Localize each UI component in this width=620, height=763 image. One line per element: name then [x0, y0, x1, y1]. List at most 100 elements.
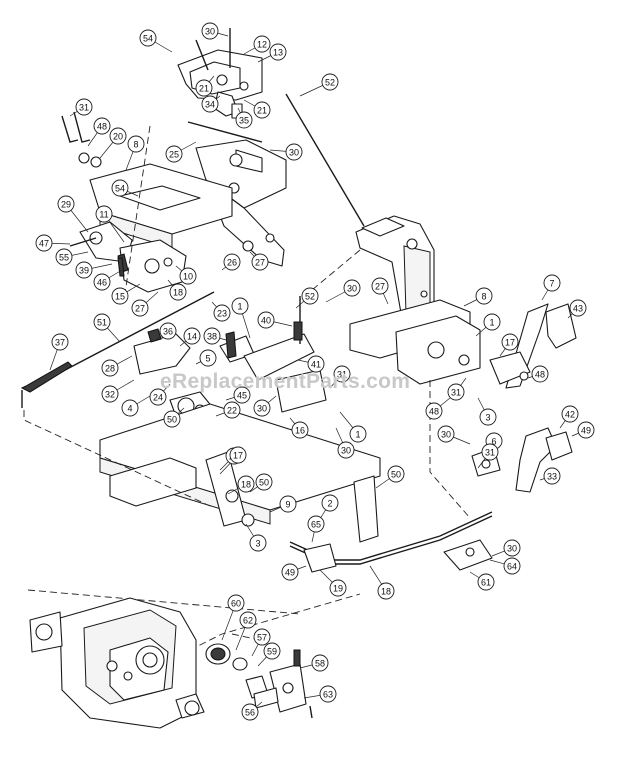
callout-65: 65 — [307, 515, 325, 533]
callout-number: 63 — [323, 690, 333, 700]
callout-number: 18 — [173, 288, 183, 298]
callout-circle — [249, 534, 267, 552]
callout-38: 38 — [203, 327, 221, 345]
callout-46: 46 — [93, 273, 111, 291]
watermark: eReplacementParts.com — [160, 370, 410, 393]
callout-55: 55 — [55, 248, 73, 266]
callout-circle — [543, 274, 561, 292]
callout-30: 30 — [343, 279, 361, 297]
callout-number: 24 — [153, 393, 163, 403]
callout-64: 64 — [503, 557, 521, 575]
callout-number: 49 — [581, 426, 591, 436]
callout-number: 30 — [441, 430, 451, 440]
callout-circle — [257, 311, 275, 329]
callout-circle — [501, 333, 519, 351]
callout-number: 21 — [199, 84, 209, 94]
callout-circle — [279, 495, 297, 513]
callout-42: 42 — [561, 405, 579, 423]
callout-14: 14 — [183, 327, 201, 345]
callout-circle — [483, 313, 501, 331]
callout-number: 17 — [233, 451, 243, 461]
callout-number: 32 — [105, 390, 115, 400]
callout-circle — [163, 410, 181, 428]
callout-50: 50 — [163, 410, 181, 428]
callout-number: 56 — [245, 708, 255, 718]
callout-number: 48 — [535, 370, 545, 380]
callout-21: 21 — [253, 101, 271, 119]
callout-31: 31 — [333, 365, 351, 383]
callout-19: 19 — [329, 579, 347, 597]
callout-31: 31 — [75, 98, 93, 116]
callout-circle — [251, 253, 269, 271]
exploded-view-drawing — [20, 28, 577, 729]
callout-number: 20 — [113, 132, 123, 142]
callout-circle — [227, 594, 245, 612]
callout-number: 3 — [485, 413, 490, 423]
callout-30: 30 — [253, 399, 271, 417]
callout-circle — [253, 628, 271, 646]
callout-number: 26 — [227, 258, 237, 268]
callout-number: 64 — [507, 562, 517, 572]
callout-number: 50 — [391, 470, 401, 480]
callout-18: 18 — [169, 283, 187, 301]
callout-number: 31 — [451, 388, 461, 398]
callout-circle — [239, 611, 257, 629]
callout-8: 8 — [127, 135, 145, 153]
callout-number: 42 — [565, 410, 575, 420]
callout-circle — [561, 405, 579, 423]
callout-circle — [321, 73, 339, 91]
callout-circle — [301, 287, 319, 305]
transmission-assembly — [29, 597, 205, 729]
callout-number: 33 — [547, 472, 557, 482]
callout-circle — [93, 313, 111, 331]
callout-30: 30 — [437, 425, 455, 443]
callout-number: 17 — [505, 338, 515, 348]
callout-52: 52 — [301, 287, 319, 305]
callout-number: 52 — [325, 78, 335, 88]
callout-number: 55 — [59, 253, 69, 263]
callout-circle — [237, 475, 255, 493]
callout-number: 39 — [79, 266, 89, 276]
callout-59: 59 — [263, 642, 281, 660]
callout-11: 11 — [95, 205, 113, 223]
callout-circle — [231, 297, 249, 315]
callout-number: 1 — [355, 430, 360, 440]
callout-24: 24 — [149, 388, 167, 406]
rods-and-springs — [20, 93, 365, 408]
callout-circle — [201, 22, 219, 40]
callout-61: 61 — [477, 573, 495, 591]
callout-25: 25 — [165, 145, 183, 163]
callout-31: 31 — [447, 383, 465, 401]
callout-number: 65 — [311, 520, 321, 530]
top-left-hardware — [61, 111, 102, 168]
callout-circle — [503, 539, 521, 557]
callout-number: 29 — [61, 200, 71, 210]
callout-63: 63 — [319, 685, 337, 703]
callout-circle — [503, 557, 521, 575]
callout-48: 48 — [531, 365, 549, 383]
callout-circle — [101, 359, 119, 377]
callout-4: 4 — [121, 399, 139, 417]
callout-9: 9 — [279, 495, 297, 513]
callout-23: 23 — [213, 304, 231, 322]
callout-number: 16 — [295, 426, 305, 436]
callout-circle — [57, 195, 75, 213]
callout-48: 48 — [93, 117, 111, 135]
callout-number: 5 — [205, 354, 210, 364]
callout-circle — [101, 385, 119, 403]
callout-48: 48 — [425, 402, 443, 420]
callout-number: 48 — [429, 407, 439, 417]
callout-circle — [377, 582, 395, 600]
callout-circle — [55, 248, 73, 266]
callout-number: 48 — [97, 122, 107, 132]
callout-circle — [159, 322, 177, 340]
callout-39: 39 — [75, 261, 93, 279]
callout-number: 11 — [99, 210, 108, 220]
callout-13: 13 — [269, 43, 287, 61]
callout-circle — [51, 333, 69, 351]
callout-49: 49 — [281, 563, 299, 581]
callout-31: 31 — [481, 443, 499, 461]
callout-number: 52 — [305, 292, 315, 302]
callout-circle — [349, 425, 367, 443]
callout-number: 18 — [381, 587, 391, 597]
